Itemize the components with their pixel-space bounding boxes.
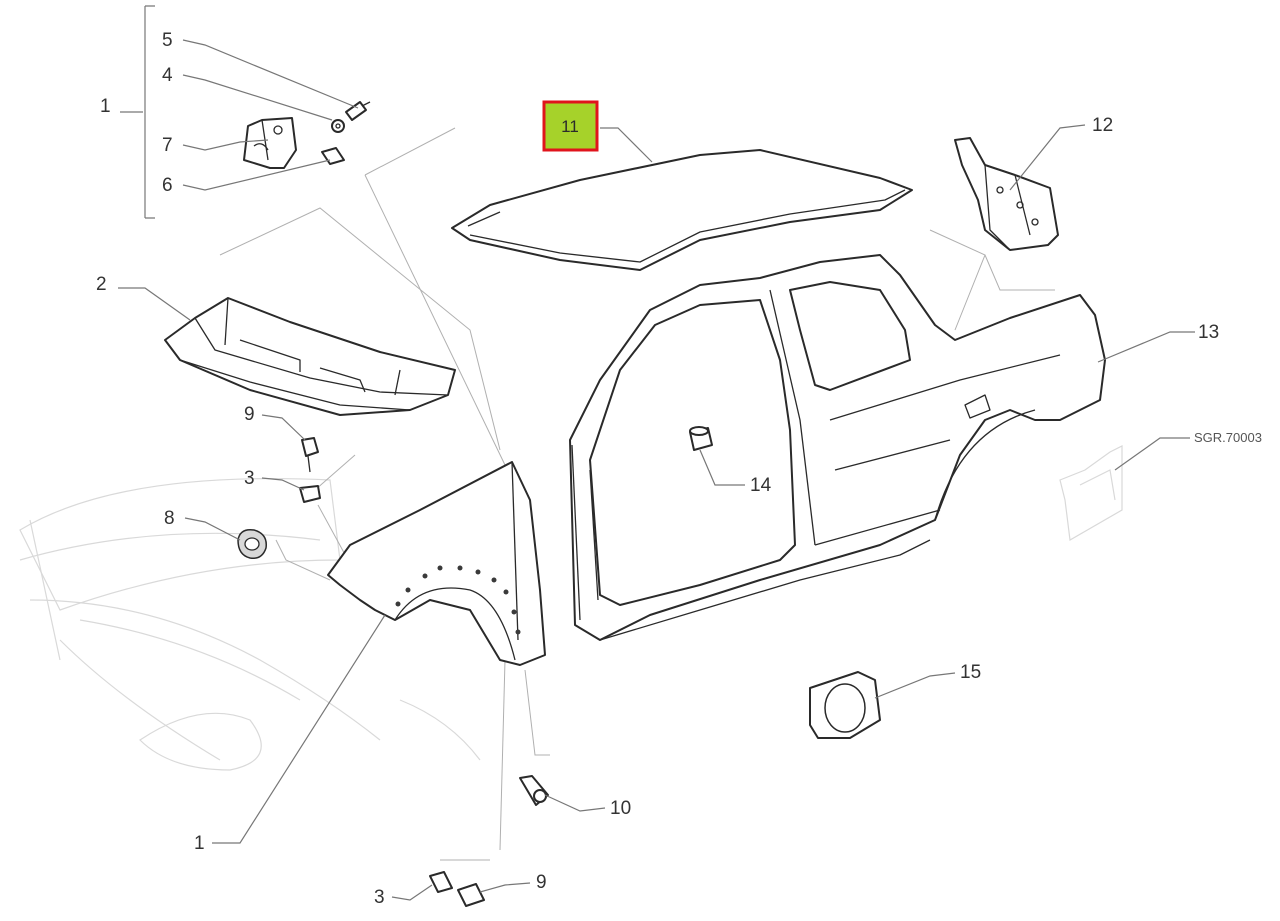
clip-icon-top <box>299 485 321 503</box>
callout-3-top: 3 <box>244 468 255 489</box>
washer-icon <box>331 119 345 133</box>
callout-9-bottom: 9 <box>536 872 547 893</box>
callout-12: 12 <box>1092 115 1113 136</box>
callout-7: 7 <box>162 135 173 156</box>
ghost-car-outline <box>19 478 481 771</box>
leader-lines <box>118 5 1195 901</box>
fuel-flap-icon <box>809 671 881 739</box>
callout-6: 6 <box>162 175 173 196</box>
callout-10: 10 <box>610 798 631 819</box>
callout-15: 15 <box>960 662 981 683</box>
callout-3-bottom: 3 <box>374 887 385 908</box>
roof-panel-icon <box>451 149 913 271</box>
fender-panel-icon <box>327 461 546 666</box>
bolt-icon <box>345 101 371 121</box>
callout-14: 14 <box>750 475 772 496</box>
rear-bracket-icon <box>954 137 1059 251</box>
callout-1-bottom: 1 <box>194 833 205 854</box>
mounting-bracket-icon <box>243 117 297 169</box>
cowl-panel-icon <box>164 297 456 416</box>
clip-icon-bottom <box>429 871 453 893</box>
callout-2: 2 <box>96 274 107 295</box>
callout-11: 11 <box>561 117 579 136</box>
bolt-icon-bottom <box>457 883 485 907</box>
bolt-icon-top <box>301 437 319 473</box>
highlight-box-11 <box>542 100 599 152</box>
grommet-icon <box>237 528 267 560</box>
plug-icon <box>689 426 713 451</box>
body-side-panel-icon <box>569 254 1106 641</box>
bolt-icon-10 <box>519 775 549 806</box>
callout-1-top: 1 <box>100 96 111 117</box>
callout-5: 5 <box>162 30 173 51</box>
reference-inset-icon <box>1059 437 1190 541</box>
callout-13: 13 <box>1198 322 1219 343</box>
reference-code: SGR.70003 <box>1194 430 1262 445</box>
callout-4: 4 <box>162 65 173 86</box>
callout-9-top: 9 <box>244 404 255 425</box>
callouts: 1 5 4 7 6 11 12 2 13 9 3 8 14 15 10 1 3 … <box>96 30 1262 908</box>
callout-8: 8 <box>164 508 175 529</box>
